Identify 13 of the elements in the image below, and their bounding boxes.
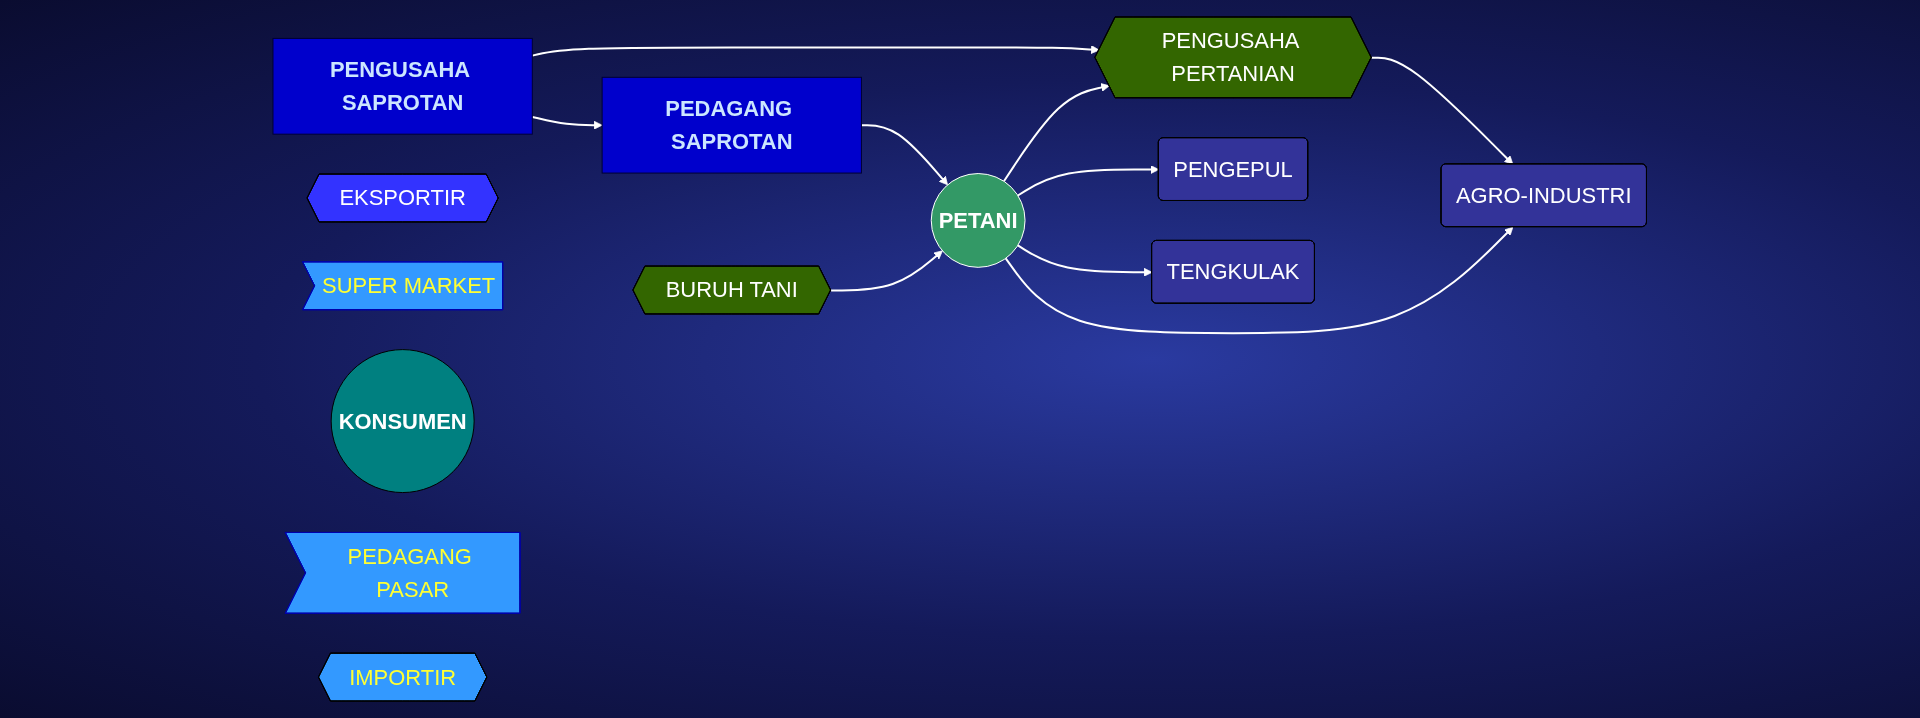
arrow xyxy=(1017,165,1160,197)
arrow xyxy=(1004,226,1514,335)
arrow xyxy=(531,45,1100,57)
arrow xyxy=(1017,244,1153,277)
arrow xyxy=(830,250,944,292)
arrow xyxy=(860,124,949,186)
arrow xyxy=(531,115,603,130)
node-box: PENGUSAHA SAPROTAN xyxy=(272,37,534,135)
node-circle: PETANI xyxy=(931,173,1026,268)
arrow xyxy=(1003,83,1110,183)
arrow xyxy=(1370,56,1514,165)
node-circle: KONSUMEN xyxy=(330,349,475,494)
node-box: PEDAGANG SAPROTAN xyxy=(601,76,863,174)
